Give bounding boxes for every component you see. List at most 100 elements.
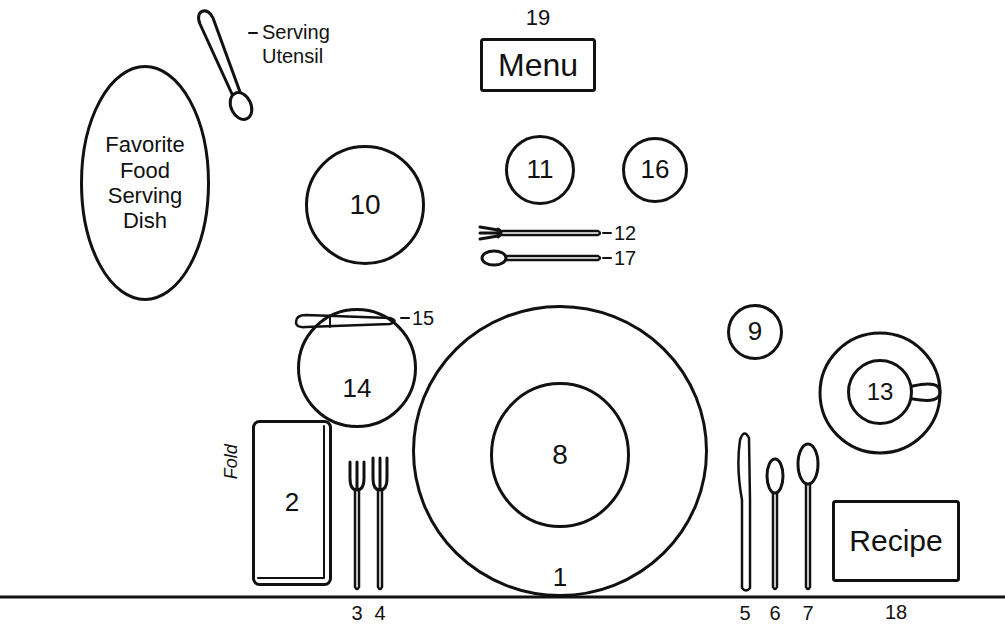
leader-dash xyxy=(401,317,409,319)
card-outline xyxy=(834,502,959,581)
callout-number: 12 xyxy=(614,221,636,245)
serving-utensil-bowl xyxy=(226,89,256,123)
napkin-outline xyxy=(254,422,331,585)
plate-circle: 11 xyxy=(505,135,575,205)
callout-number: 3 xyxy=(345,601,369,625)
fork-tines xyxy=(480,227,501,239)
dessert-spoon xyxy=(482,251,600,265)
butter-knife-shape xyxy=(296,315,395,327)
outline-group xyxy=(492,384,629,527)
plate-outline xyxy=(307,147,424,264)
napkin-fold xyxy=(258,426,324,578)
outline-group xyxy=(849,361,912,424)
fork-tines xyxy=(350,462,364,490)
callout-number: 4 xyxy=(368,601,392,625)
node-outline xyxy=(297,308,417,428)
spoon-bowl xyxy=(767,459,783,493)
callout-number: 10 xyxy=(349,189,380,221)
outline-group xyxy=(507,137,574,204)
node-body: 16 xyxy=(622,137,688,203)
callout-number: 5 xyxy=(733,601,757,625)
dinner-plate: 18 xyxy=(412,305,708,597)
cup-circle: 13 xyxy=(847,359,913,425)
node-body: 10 xyxy=(305,145,425,265)
fork-handle xyxy=(355,490,359,589)
callout-number: 7 xyxy=(796,601,820,625)
salad-fork xyxy=(350,462,364,589)
plate-outline xyxy=(299,310,416,427)
outline-group xyxy=(299,310,416,427)
callout-number: 14 xyxy=(277,374,437,403)
card-outline xyxy=(482,40,595,91)
leader-dash xyxy=(249,32,257,34)
outline-group xyxy=(307,147,424,264)
plate-outline xyxy=(492,384,629,527)
outline-group xyxy=(729,306,782,359)
callout-number: 11 xyxy=(527,155,554,185)
table-edge-line xyxy=(0,596,1005,599)
glass-circle: 9 xyxy=(727,304,783,360)
fork-tines xyxy=(373,458,387,490)
plate-outline xyxy=(624,139,687,202)
plate-outline xyxy=(729,306,782,359)
leader-dash xyxy=(603,232,611,234)
dinner-fork xyxy=(373,458,387,589)
recipe-card: Recipe18 xyxy=(832,500,960,582)
serving-utensil xyxy=(199,11,256,123)
node-body: 9 xyxy=(727,304,783,360)
outline-group xyxy=(482,40,595,91)
outline-group xyxy=(834,502,959,581)
plate-outline xyxy=(849,361,912,424)
fold-label: Fold xyxy=(221,437,243,487)
callout-number: 18 xyxy=(812,601,980,623)
spoon-bowl xyxy=(798,444,818,484)
soup-spoon xyxy=(798,444,818,589)
menu-card: Menu19 xyxy=(480,38,596,92)
node-label: Favorite Food Serving Dish xyxy=(95,132,195,233)
leader-dash xyxy=(603,257,611,259)
node-body: 8 xyxy=(490,382,630,528)
callout-number: 2 xyxy=(285,488,299,518)
callout-number: 6 xyxy=(763,601,787,625)
outline-group xyxy=(82,67,209,300)
outline-group xyxy=(624,139,687,202)
node-body: 11 xyxy=(505,135,575,205)
bread-plate: 14 xyxy=(297,308,417,428)
teaspoon xyxy=(767,459,783,589)
callout-number: 17 xyxy=(614,246,636,270)
spoon-bowl xyxy=(482,251,506,265)
plate-outline xyxy=(507,137,574,204)
serving-dish: Favorite Food Serving Dish xyxy=(80,65,210,301)
callout-number: 13 xyxy=(867,378,894,406)
outline-group xyxy=(254,422,331,585)
node-body: Favorite Food Serving Dish xyxy=(80,65,210,301)
plate-outline xyxy=(82,67,209,300)
node-label: Recipe xyxy=(849,524,942,559)
callout-number: 1 xyxy=(392,563,728,592)
saucer xyxy=(820,333,940,453)
node-body: 13 xyxy=(847,359,913,425)
spoon-handle xyxy=(506,256,600,260)
spoon-handle xyxy=(806,484,810,589)
cup-and-saucer xyxy=(820,333,940,453)
callout-number: 8 xyxy=(552,439,568,471)
serving-utensil-handle xyxy=(199,11,240,94)
fork-handle xyxy=(502,231,600,235)
part-label: Serving Utensil xyxy=(262,20,372,68)
node-body: Menu xyxy=(480,38,596,92)
dessert-fork xyxy=(480,227,600,239)
butter-knife xyxy=(296,315,395,327)
callout-number: 15 xyxy=(412,306,434,330)
plate-circle: 10 xyxy=(305,145,425,265)
callout-number: 16 xyxy=(641,155,670,185)
outline-group xyxy=(414,307,707,596)
callout-number: 19 xyxy=(460,6,616,30)
node-body: 2 xyxy=(252,420,332,586)
spoon-handle xyxy=(773,493,777,589)
node-label: Menu xyxy=(498,47,578,84)
cup-handle xyxy=(913,384,940,400)
fork-handle xyxy=(378,490,382,589)
callout-number: 9 xyxy=(748,317,762,347)
plate-circle: 16 xyxy=(622,137,688,203)
